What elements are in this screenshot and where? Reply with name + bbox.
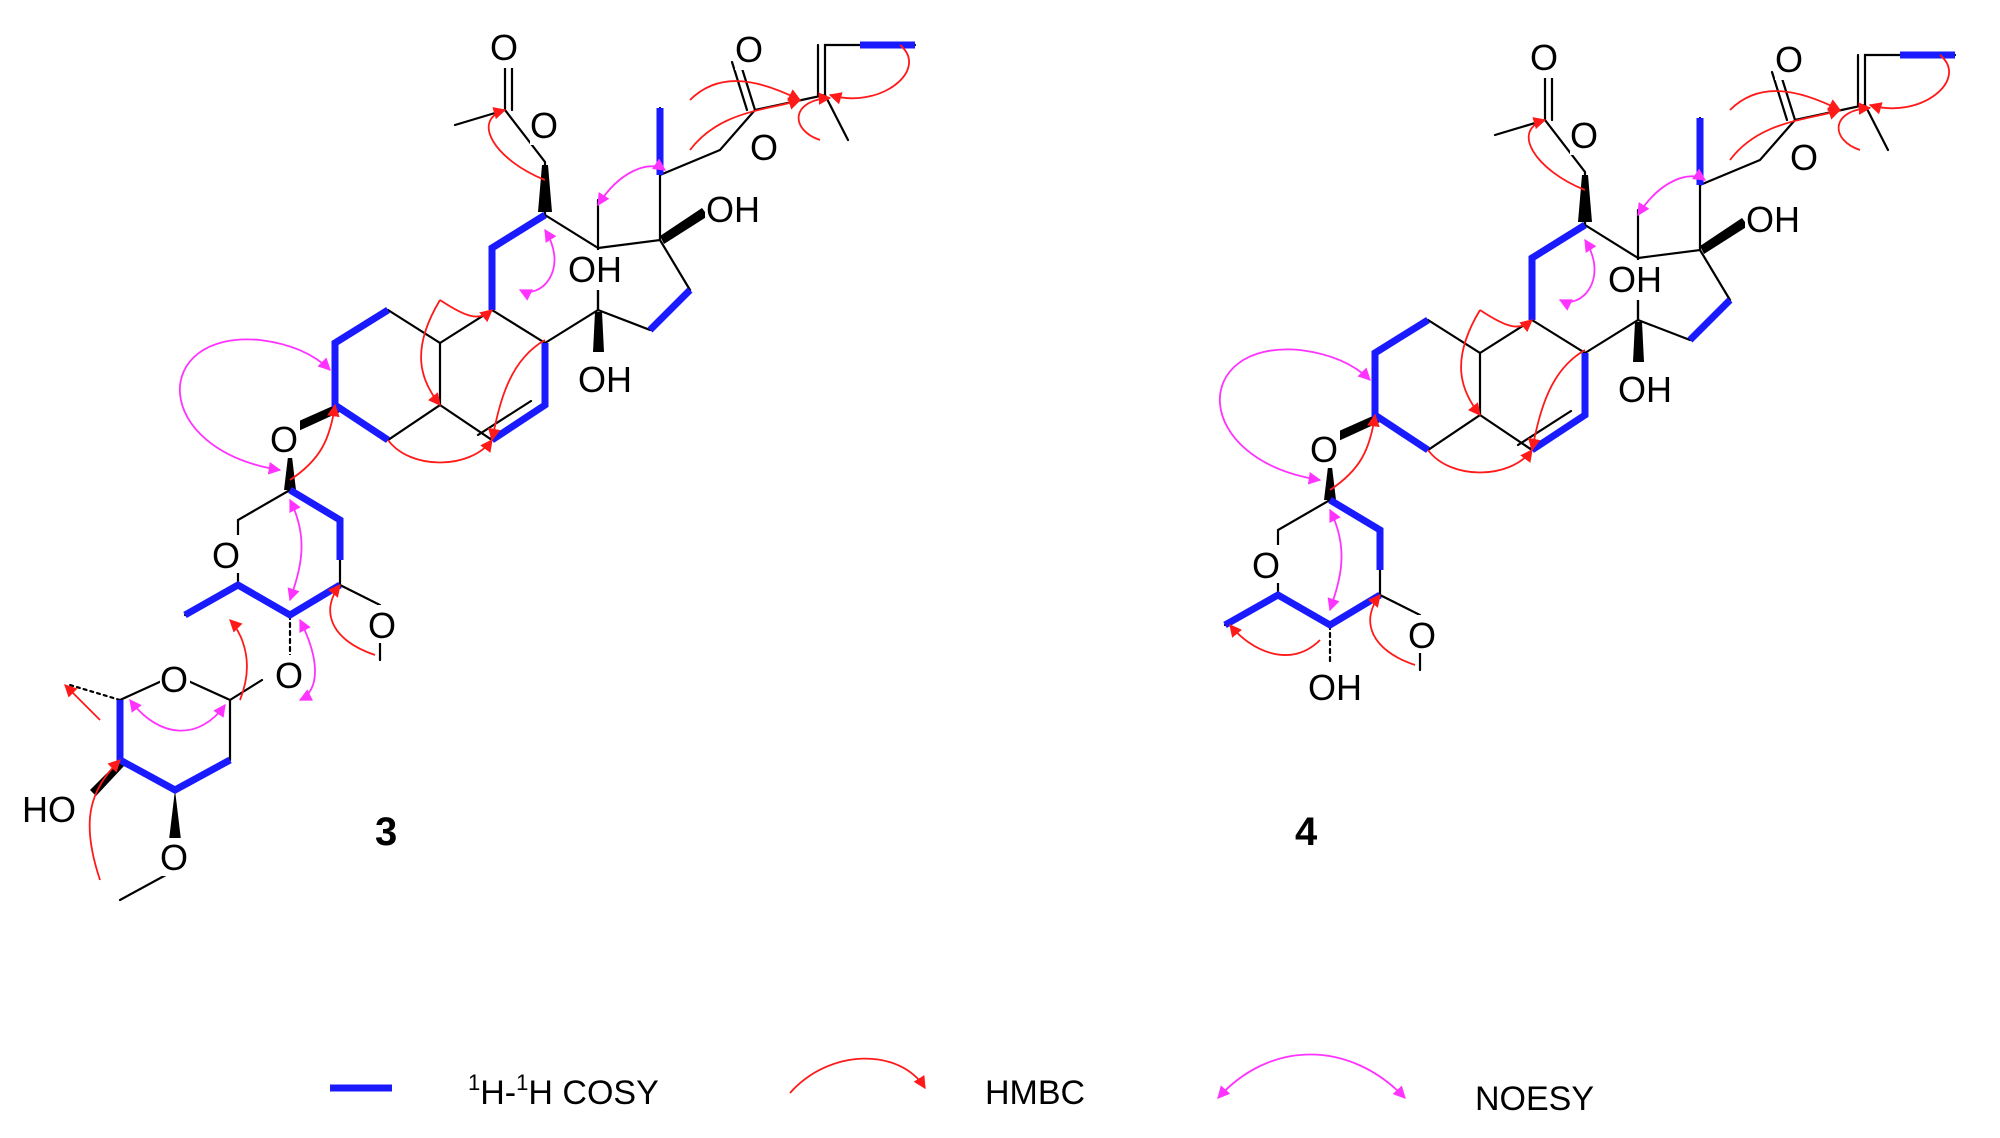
acetyl-ester-oxygen: O [530, 105, 558, 146]
c14-hydroxyl: OH [578, 359, 632, 400]
c8-hydroxyl: OH [1608, 259, 1662, 300]
c8-hydroxyl: OH [568, 249, 622, 290]
legend-noesy-arrow [1217, 1053, 1406, 1099]
legend-noesy-label: NOESY [1475, 1080, 1594, 1118]
ester-carbonyl-oxygen: O [1775, 39, 1803, 80]
sugar2-methoxy-oxygen: O [160, 837, 188, 878]
c3-ether-oxygen: O [1310, 429, 1338, 470]
acetyl-carbonyl-oxygen: O [490, 27, 518, 68]
acetyl-carbonyl-oxygen: O [1530, 37, 1558, 78]
c17-hydroxyl: OH [1746, 199, 1800, 240]
legend-hmbc-arrow [789, 1057, 926, 1094]
ester-oxygen: O [750, 127, 778, 168]
compound-4: O O O O OH OH OH O O O OH 4 [1219, 37, 1957, 854]
compound-3-cosy-bonds [116, 41, 915, 794]
compound-3: O O O O OH OH OH O O O O O HO O 3 [22, 27, 917, 902]
compound-4-number: 4 [1295, 810, 1318, 854]
compound-3-noesy-arrows [129, 158, 667, 732]
c17-hydroxyl: OH [706, 189, 760, 230]
ester-carbonyl-oxygen: O [735, 29, 763, 70]
sugar2-ring-oxygen: O [160, 659, 188, 700]
legend: 1H-1H COSY HMBC NOESY [330, 1053, 1594, 1118]
sugar1-ring-oxygen: O [1252, 545, 1280, 586]
acetyl-ester-oxygen: O [1570, 115, 1598, 156]
compound-4-noesy-arrows [1219, 168, 1707, 612]
c14-hydroxyl: OH [1618, 369, 1672, 410]
sugar2-hydroxyl: HO [22, 789, 76, 830]
compound-3-number: 3 [375, 810, 397, 854]
sugar1-methoxy-oxygen: O [1408, 615, 1436, 656]
sugar1-hydroxyl: OH [1308, 667, 1362, 708]
compound-4-atom-labels: O O O O OH OH OH O O O OH [1252, 37, 1822, 708]
sugar1-methoxy-oxygen: O [368, 605, 396, 646]
c3-ether-oxygen: O [270, 419, 298, 460]
compound-3-hmbc-arrows [64, 44, 910, 881]
legend-hmbc-label: HMBC [985, 1074, 1085, 1112]
compound-4-cosy-bonds [1223, 51, 1955, 630]
compound-3-bonds [68, 43, 917, 902]
ester-oxygen: O [1790, 137, 1818, 178]
sugar-linkage-oxygen: O [275, 655, 303, 696]
legend-cosy-label: 1H-1H COSY [468, 1070, 659, 1112]
sugar1-ring-oxygen: O [212, 535, 240, 576]
compound-3-atom-labels: O O O O OH OH OH O O O O O HO O [22, 27, 782, 878]
